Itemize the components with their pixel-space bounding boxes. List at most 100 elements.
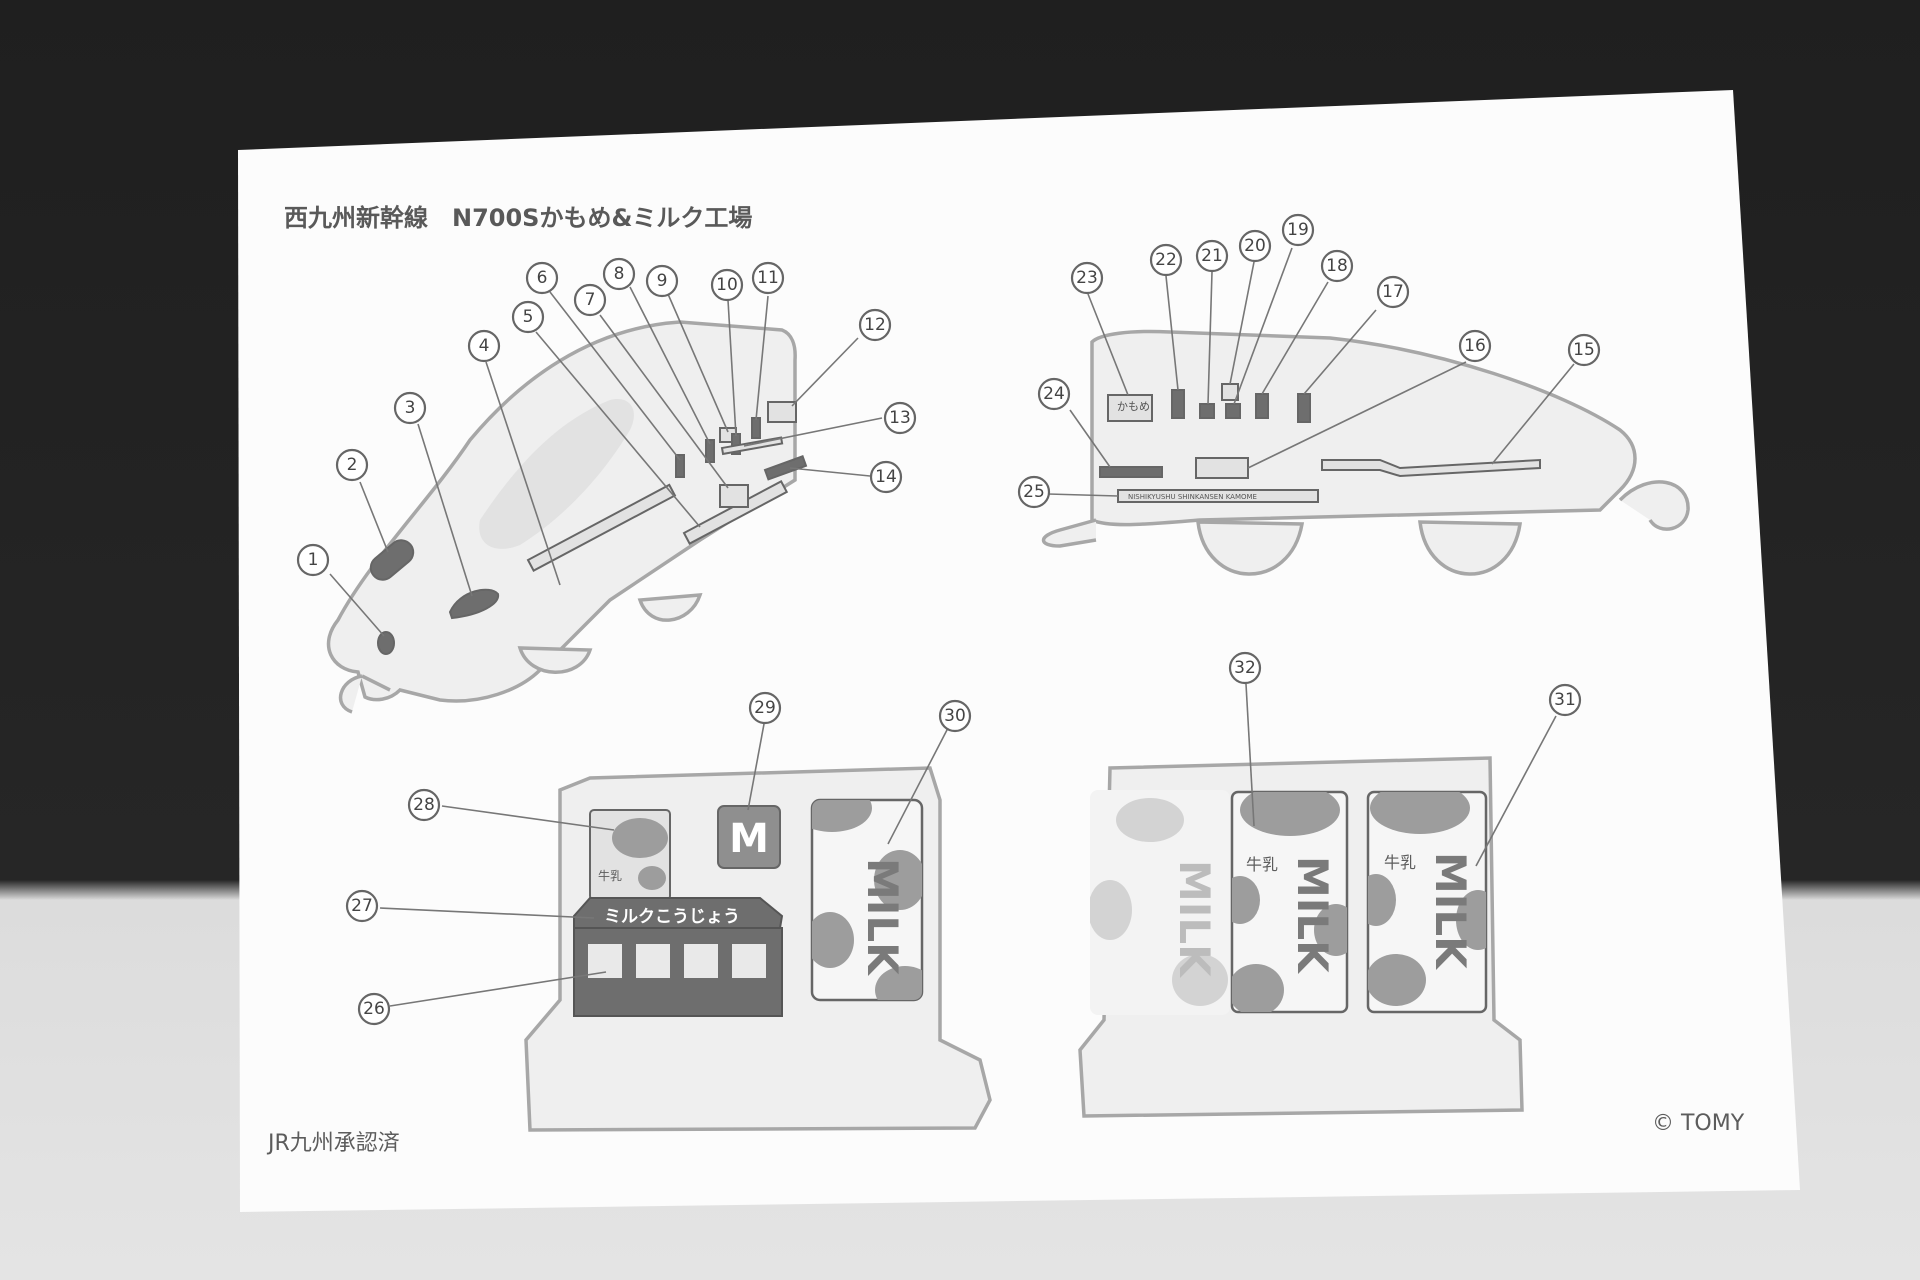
callout-27: 27: [345, 889, 379, 923]
carton-31-spots: [1368, 792, 1486, 1006]
coupler-rear-left: [1041, 518, 1097, 548]
svg-text:32: 32: [1234, 658, 1256, 678]
factory-rear-figure: MILK MILK 牛乳 MILK 牛乳: [1078, 756, 1524, 1118]
sticker-1-marker-light: [377, 631, 395, 655]
train-front-leaders: [329, 286, 883, 637]
svg-text:8: 8: [614, 264, 625, 284]
faint-carton-label: MILK: [1170, 860, 1219, 978]
callout-14: 14: [869, 460, 903, 494]
factory-window: [732, 944, 766, 978]
svg-text:23: 23: [1076, 268, 1098, 288]
sheet-title: 西九州新幹線 N700Sかもめ&ミルク工場: [284, 204, 752, 232]
callout-3: 3: [393, 391, 427, 425]
callout-28: 28: [407, 788, 441, 822]
callout-17: 17: [1376, 275, 1410, 309]
side-strip-text: NISHIKYUSHU SHINKANSEN KAMOME: [1128, 493, 1257, 501]
sticker-2-headlight: [369, 539, 415, 581]
sticker-6-door: [675, 454, 685, 478]
svg-text:14: 14: [875, 467, 897, 487]
svg-text:13: 13: [889, 408, 911, 428]
train-front-wheel: [637, 593, 703, 622]
callout-16: 16: [1458, 329, 1492, 363]
sticker-14-stripe: [763, 455, 808, 481]
carton-32-label: MILK: [1288, 856, 1337, 974]
factory-rear-leaders: [1245, 683, 1557, 867]
carton-30-spots: [812, 800, 922, 1000]
svg-text:28: 28: [413, 795, 435, 815]
sticker-19-door: [1225, 403, 1241, 419]
carton-31-kanji: 牛乳: [1384, 853, 1416, 872]
svg-text:25: 25: [1023, 482, 1045, 502]
approval-note: JR九州承認済: [266, 1131, 400, 1156]
sticker-23-name-plate: [1107, 394, 1153, 422]
sticker-15-stripe: [1321, 458, 1541, 478]
callout-18: 18: [1320, 249, 1354, 283]
callout-24: 24: [1037, 377, 1071, 411]
sticker-7-panel: [719, 484, 749, 508]
train-rear-leaders: [1047, 247, 1575, 497]
callout-12: 12: [858, 308, 892, 342]
callout-1: 1: [296, 543, 330, 577]
svg-text:11: 11: [757, 268, 779, 288]
coupler-rear-right: [1618, 480, 1690, 531]
svg-text:4: 4: [479, 336, 490, 356]
callouts: 1 2 3 4 5 6 7 8 9 10 11 12 13 14 15 16 1…: [296, 213, 1601, 1026]
callout-2: 2: [335, 448, 369, 482]
svg-text:27: 27: [351, 896, 373, 916]
train-front-window-shade: [479, 399, 634, 549]
faint-carton: [1090, 790, 1230, 1015]
callout-22: 22: [1149, 243, 1183, 277]
train-rear-wheel: [1418, 520, 1523, 576]
carton-32-kanji: 牛乳: [1246, 855, 1278, 874]
svg-text:21: 21: [1201, 246, 1223, 266]
svg-text:22: 22: [1155, 250, 1177, 270]
carton-30-label: MILK: [858, 858, 907, 976]
svg-text:10: 10: [716, 275, 738, 295]
svg-text:6: 6: [537, 268, 548, 288]
sticker-11-door: [751, 417, 761, 439]
svg-text:30: 30: [944, 706, 966, 726]
svg-text:15: 15: [1573, 340, 1595, 360]
svg-text:3: 3: [405, 398, 416, 418]
svg-text:7: 7: [585, 290, 596, 310]
svg-text:16: 16: [1464, 336, 1486, 356]
sticker-21-door: [1199, 403, 1215, 419]
train-front-wheel: [517, 646, 593, 674]
svg-text:2: 2: [347, 455, 358, 475]
callout-5: 5: [511, 300, 545, 334]
svg-text:26: 26: [363, 999, 385, 1019]
callout-21: 21: [1195, 239, 1229, 273]
svg-text:24: 24: [1043, 384, 1065, 404]
callout-11: 11: [751, 261, 785, 295]
train-rear-wheel: [1196, 520, 1305, 576]
svg-text:17: 17: [1382, 282, 1404, 302]
sticker-17-door: [1297, 393, 1311, 423]
train-front-figure: [326, 320, 808, 714]
callout-32: 32: [1228, 651, 1262, 685]
callout-25: 25: [1017, 475, 1051, 509]
sticker-24-stripe: [1099, 466, 1163, 478]
factory-window: [684, 944, 718, 978]
svg-text:31: 31: [1554, 690, 1576, 710]
callout-30: 30: [938, 699, 972, 733]
sticker-22-door: [1171, 389, 1185, 419]
sticker-4-stripe: [526, 483, 677, 572]
factory-sign-text: ミルクこうじょう: [604, 907, 740, 927]
name-plate-text: かもめ: [1117, 400, 1150, 413]
svg-text:12: 12: [864, 315, 886, 335]
factory-front-leaders: [379, 723, 949, 1007]
callout-6: 6: [525, 261, 559, 295]
callout-8: 8: [602, 257, 636, 291]
carton-31-label: MILK: [1426, 852, 1475, 970]
carton-32-spots: [1232, 792, 1347, 1012]
callout-26: 26: [357, 992, 391, 1026]
cow-spot: [612, 818, 668, 858]
svg-text:20: 20: [1244, 236, 1266, 256]
sticker-12-logo: [767, 401, 797, 423]
sticker-8-door: [705, 439, 715, 463]
train-rear-figure: かもめ NISHIKYUSHU SHINKANSEN KAMOME: [1041, 329, 1690, 576]
sticker-3-nose-light: [448, 588, 500, 620]
svg-text:18: 18: [1326, 256, 1348, 276]
callout-9: 9: [645, 264, 679, 298]
callout-10: 10: [710, 268, 744, 302]
